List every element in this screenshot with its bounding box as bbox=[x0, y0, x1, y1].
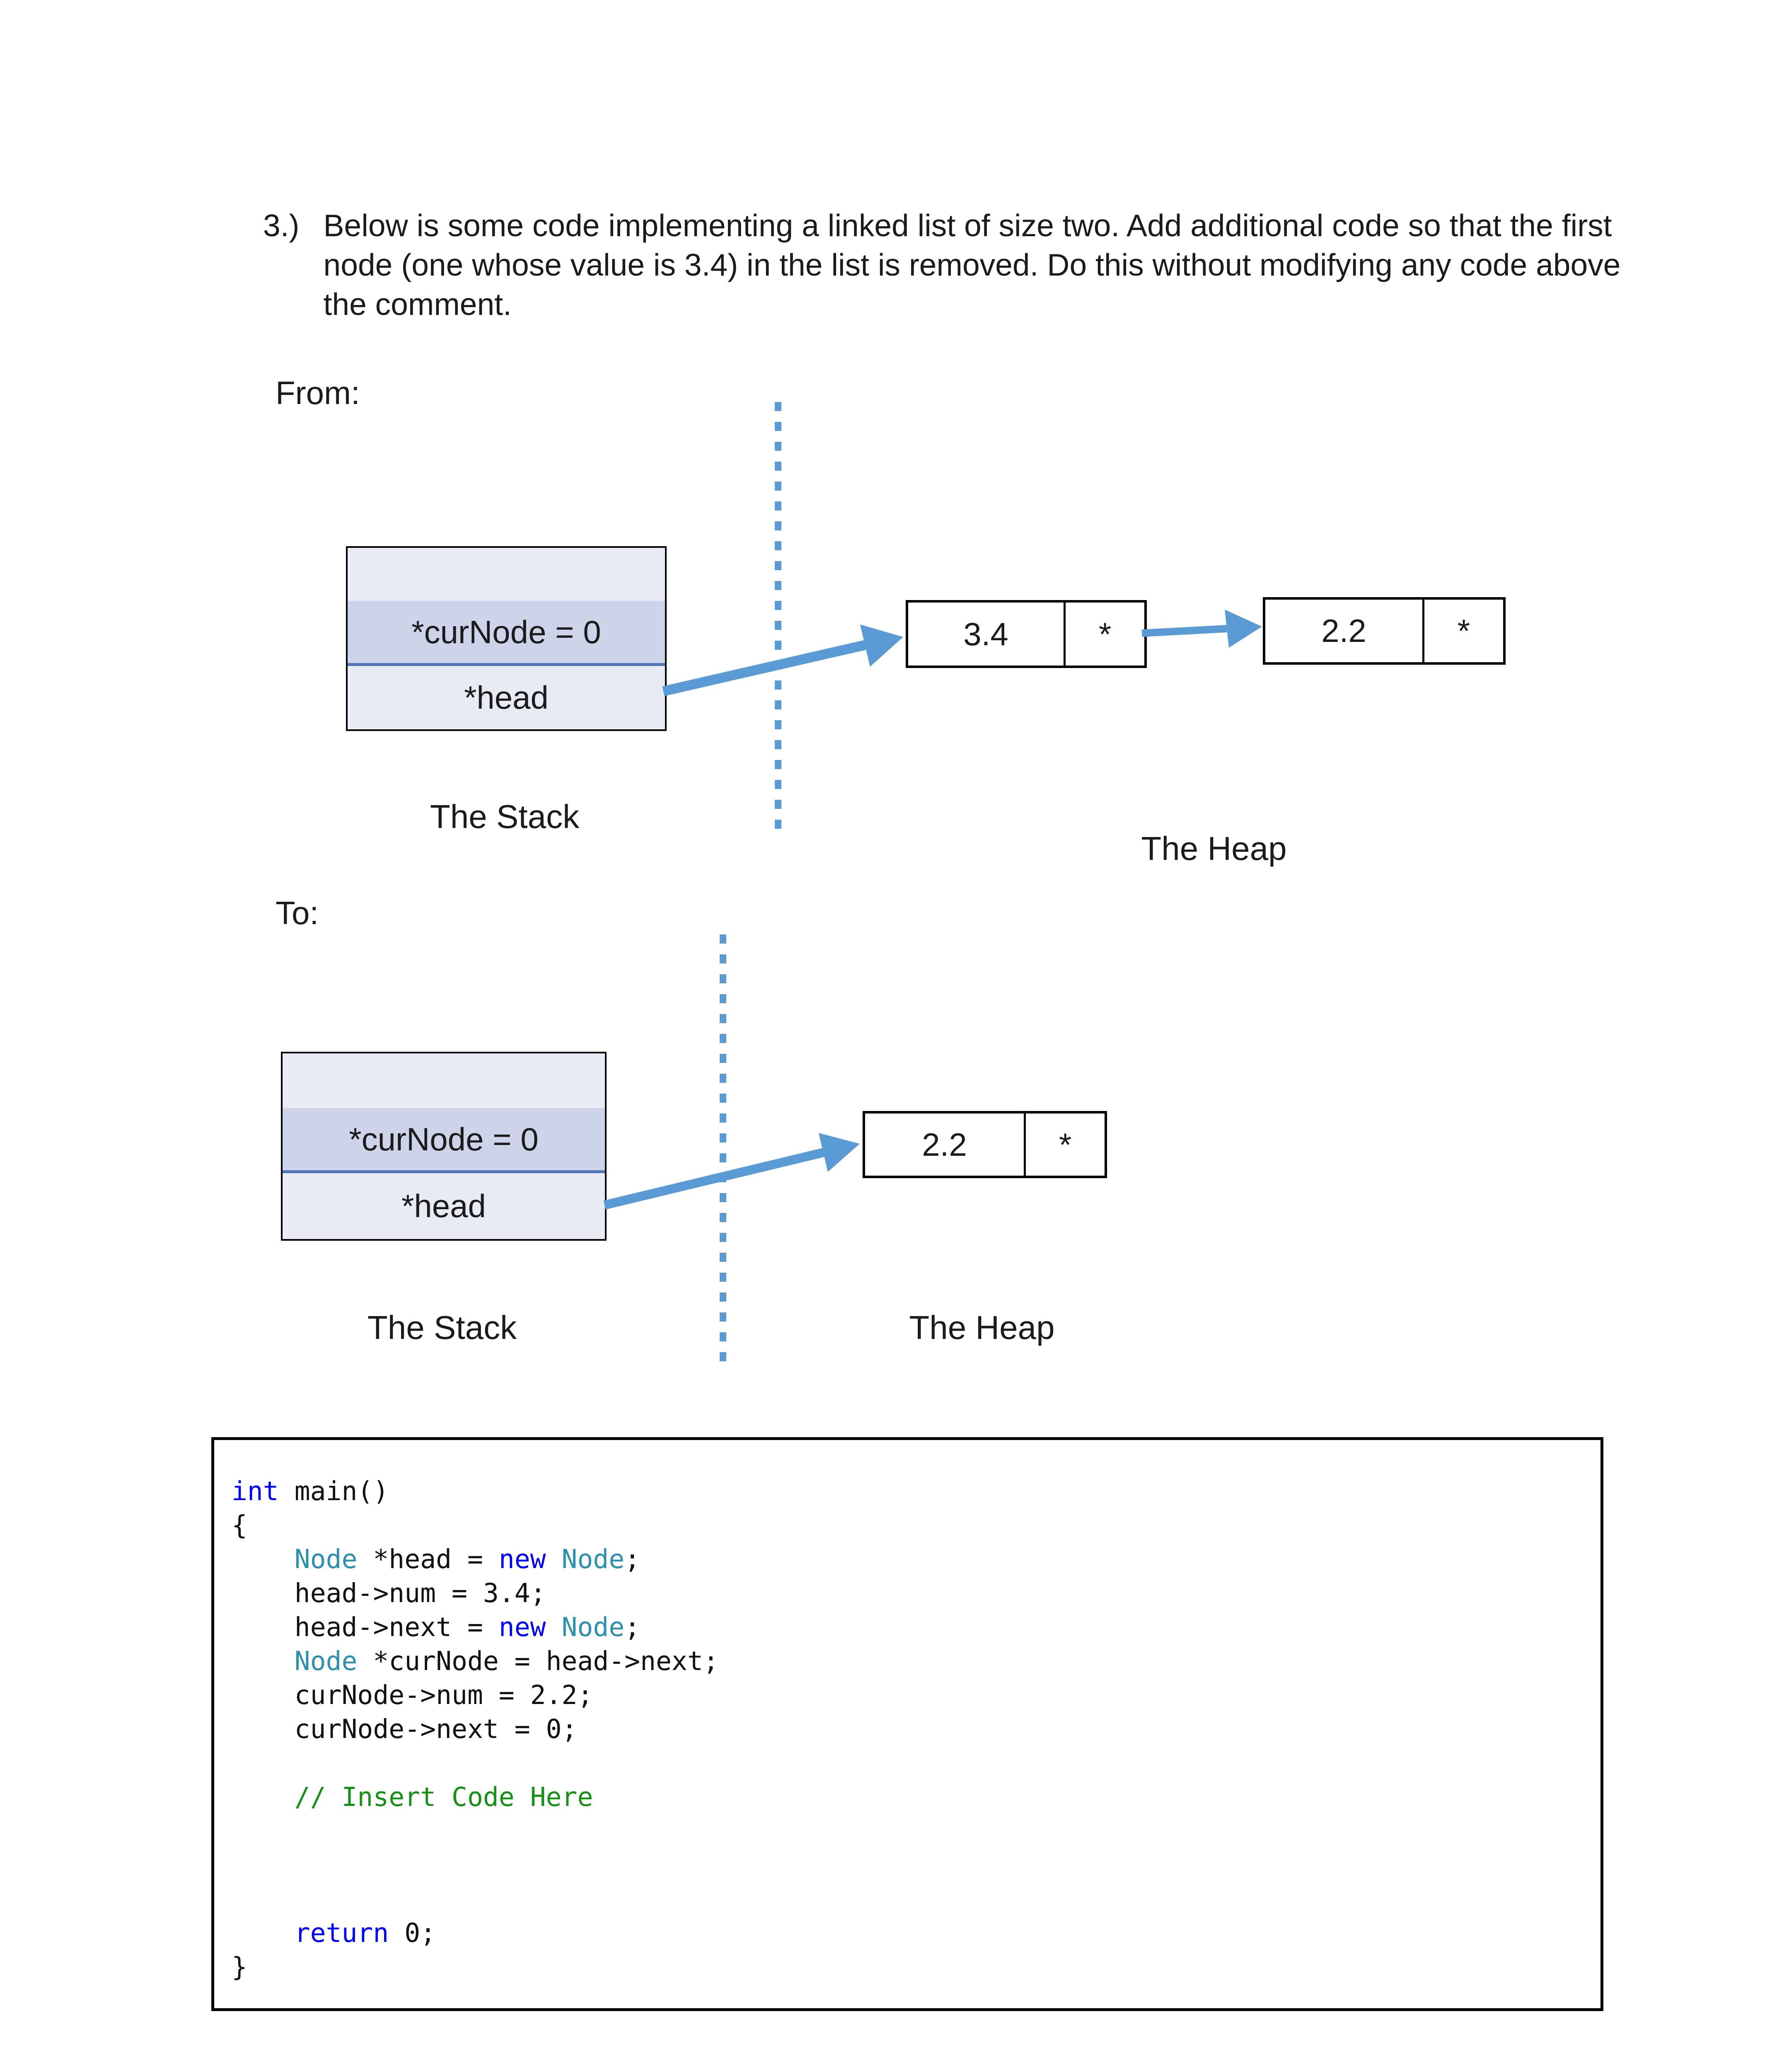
to-heap-node-1: 2.2 * bbox=[863, 1111, 1107, 1178]
from-stack-empty-row bbox=[348, 548, 665, 601]
node-value: 3.4 bbox=[963, 615, 1008, 652]
question-number: 3.) bbox=[263, 208, 300, 243]
from-head-arrowhead bbox=[860, 625, 903, 667]
to-stack-empty-row bbox=[283, 1053, 605, 1108]
code-token: main() bbox=[278, 1476, 389, 1506]
code-line bbox=[232, 1882, 1588, 1916]
to-stack-curnode-row: *curNode = 0 bbox=[283, 1108, 605, 1173]
code-token: head->next = bbox=[232, 1612, 499, 1642]
code-line: head->num = 3.4; bbox=[232, 1576, 1588, 1610]
code-line: curNode->num = 2.2; bbox=[232, 1678, 1588, 1712]
question-line: node (one whose value is 3.4) in the lis… bbox=[323, 247, 1621, 282]
question-text: Below is some code implementing a linked… bbox=[324, 206, 1621, 324]
code-line: Node *head = new Node; bbox=[232, 1542, 1588, 1576]
code-token: } bbox=[232, 1952, 247, 1982]
code-token bbox=[546, 1612, 562, 1642]
code-token: return bbox=[294, 1918, 389, 1948]
from-stack-curnode-row: *curNode = 0 bbox=[348, 601, 665, 666]
node-value: 2.2 bbox=[922, 1126, 967, 1163]
code-token: Node bbox=[294, 1646, 358, 1676]
code-token bbox=[546, 1544, 562, 1574]
code-token: *curNode = head->next; bbox=[357, 1646, 719, 1676]
code-token: head->num = 3.4; bbox=[232, 1578, 546, 1608]
code-line: curNode->next = 0; bbox=[232, 1712, 1588, 1746]
from-label: From: bbox=[276, 375, 360, 411]
node-pointer: * bbox=[1024, 1113, 1105, 1176]
code-line: return 0; bbox=[232, 1916, 1588, 1950]
code-token: { bbox=[232, 1510, 247, 1540]
from-stack-head-row: *head bbox=[348, 666, 665, 729]
code-line: head->next = new Node; bbox=[232, 1610, 1588, 1644]
node-pointer: * bbox=[1064, 603, 1144, 666]
from-stack-caption: The Stack bbox=[430, 798, 580, 835]
from-heap-node-1: 3.4 * bbox=[906, 600, 1147, 668]
code-token: Node bbox=[561, 1544, 625, 1574]
code-comment: // Insert Code Here bbox=[232, 1782, 593, 1812]
code-token bbox=[232, 1544, 295, 1574]
code-line: // Insert Code Here bbox=[232, 1780, 1588, 1814]
code-line: { bbox=[232, 1508, 1588, 1542]
code-line bbox=[232, 1848, 1588, 1882]
to-head-arrowhead bbox=[819, 1133, 860, 1172]
code-token: Node bbox=[561, 1612, 625, 1642]
to-stack-box: *curNode = 0 *head bbox=[281, 1052, 607, 1241]
question-line: the comment. bbox=[323, 287, 512, 322]
code-token: Node bbox=[294, 1544, 358, 1574]
to-stack-caption: The Stack bbox=[367, 1309, 517, 1346]
from-stack-box: *curNode = 0 *head bbox=[346, 546, 667, 731]
code-token: *head = bbox=[357, 1544, 499, 1574]
question-block: 3.) Below is some code implementing a li… bbox=[263, 206, 1620, 324]
code-token: int bbox=[232, 1476, 279, 1506]
code-token: new bbox=[498, 1612, 546, 1642]
code-token bbox=[232, 1646, 295, 1676]
to-stack-head-row: *head bbox=[283, 1173, 605, 1239]
code-block: int main() { Node *head = new Node; head… bbox=[211, 1437, 1603, 2011]
code-line: } bbox=[232, 1950, 1588, 1984]
code-token bbox=[232, 1918, 295, 1948]
to-head-arrow bbox=[603, 1147, 827, 1210]
node-value: 2.2 bbox=[1321, 612, 1366, 649]
question-line: Below is some code implementing a linked… bbox=[323, 208, 1612, 243]
code-line: int main() bbox=[232, 1474, 1588, 1508]
to-label: To: bbox=[276, 895, 319, 931]
code-token: new bbox=[498, 1544, 546, 1574]
code-token: curNode->next = 0; bbox=[232, 1714, 578, 1744]
code-line bbox=[232, 1746, 1588, 1780]
code-token: curNode->num = 2.2; bbox=[232, 1680, 593, 1710]
code-token: ; bbox=[624, 1612, 641, 1642]
code-token: ; bbox=[624, 1544, 641, 1574]
node-pointer: * bbox=[1422, 600, 1503, 662]
code-line bbox=[232, 1814, 1588, 1848]
from-head-arrow bbox=[662, 640, 867, 696]
from-next-arrow bbox=[1141, 625, 1227, 637]
from-heap-caption: The Heap bbox=[1141, 830, 1287, 867]
from-next-arrowhead bbox=[1225, 610, 1262, 648]
from-heap-node-2: 2.2 * bbox=[1263, 597, 1506, 665]
code-line: Node *curNode = head->next; bbox=[232, 1644, 1588, 1678]
code-token: 0; bbox=[389, 1918, 436, 1948]
to-heap-caption: The Heap bbox=[909, 1309, 1055, 1346]
